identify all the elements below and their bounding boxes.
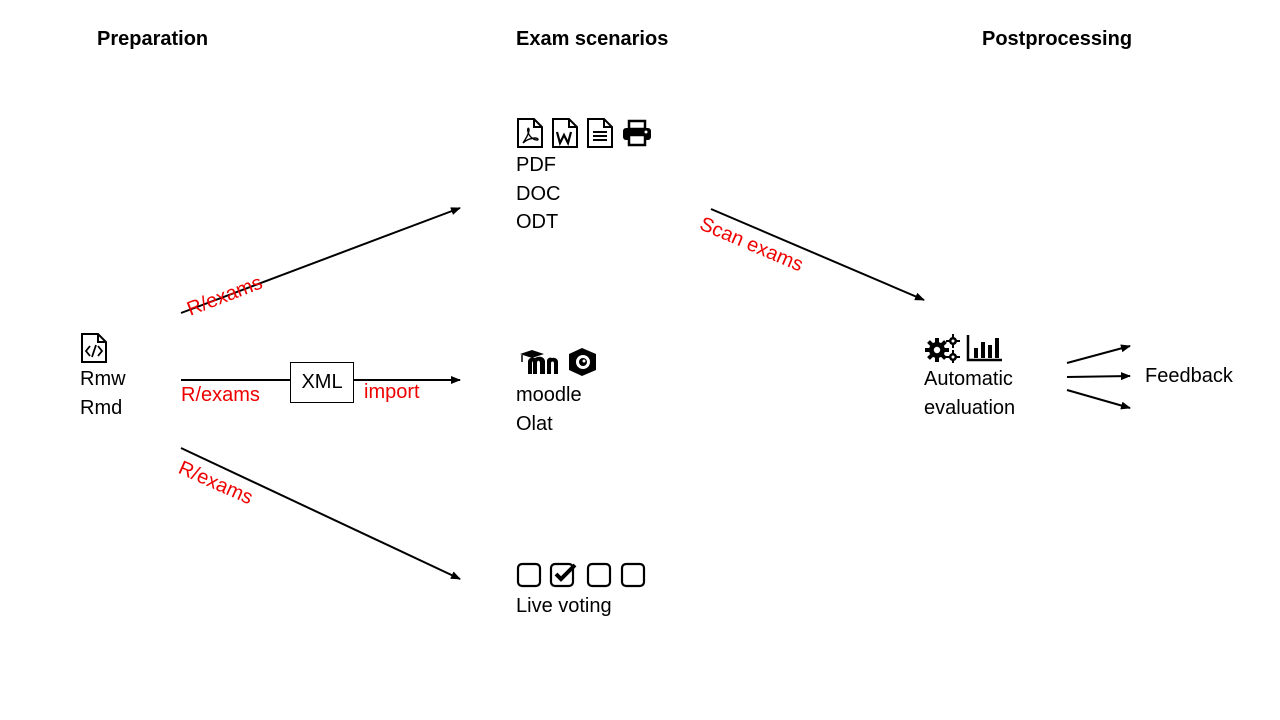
- arrow-feedback-2: [1066, 372, 1131, 381]
- written-line-3: ODT: [516, 211, 559, 233]
- written-line-2: DOC: [516, 183, 561, 205]
- text-file-icon: [587, 118, 613, 148]
- checkbox-empty-icon: [586, 562, 612, 588]
- olat-logo-icon: [569, 348, 596, 376]
- header-preparation: Preparation: [97, 28, 209, 50]
- bar-chart-icon: [966, 335, 1002, 362]
- checkbox-checked-icon: [549, 562, 577, 588]
- header-postprocessing: Postprocessing: [982, 28, 1133, 50]
- source-line-2: Rmd: [80, 397, 123, 419]
- edge-label-rexams-mid: R/exams: [181, 384, 260, 406]
- source-line-1: Rmw: [80, 368, 126, 390]
- written-line-1: PDF: [516, 154, 556, 176]
- word-file-icon: [552, 118, 578, 148]
- live-line-1: Live voting: [516, 595, 612, 617]
- online-line-1: moodle: [516, 384, 582, 406]
- code-file-icon: [81, 333, 107, 363]
- checkbox-empty-icon: [620, 562, 646, 588]
- evaluation-line-1: Automatic: [924, 368, 1013, 390]
- pdf-file-icon: [517, 118, 543, 148]
- arrow-to-live: [180, 447, 461, 580]
- edge-label-import: import: [364, 381, 420, 403]
- arrow-feedback-3: [1066, 389, 1131, 410]
- printer-icon: [623, 119, 651, 147]
- arrow-scan: [710, 208, 925, 301]
- header-exam-scenarios: Exam scenarios: [516, 28, 669, 50]
- moodle-logo-icon: [520, 350, 558, 374]
- online-line-2: Olat: [516, 413, 553, 435]
- evaluation-line-2: evaluation: [924, 397, 1016, 419]
- arrow-feedback-1: [1066, 344, 1131, 364]
- arrow-to-written: [180, 207, 461, 314]
- xml-box: XML: [290, 362, 354, 403]
- gears-icon: [925, 334, 960, 363]
- feedback-label: Feedback: [1145, 365, 1233, 387]
- checkbox-empty-icon: [516, 562, 542, 588]
